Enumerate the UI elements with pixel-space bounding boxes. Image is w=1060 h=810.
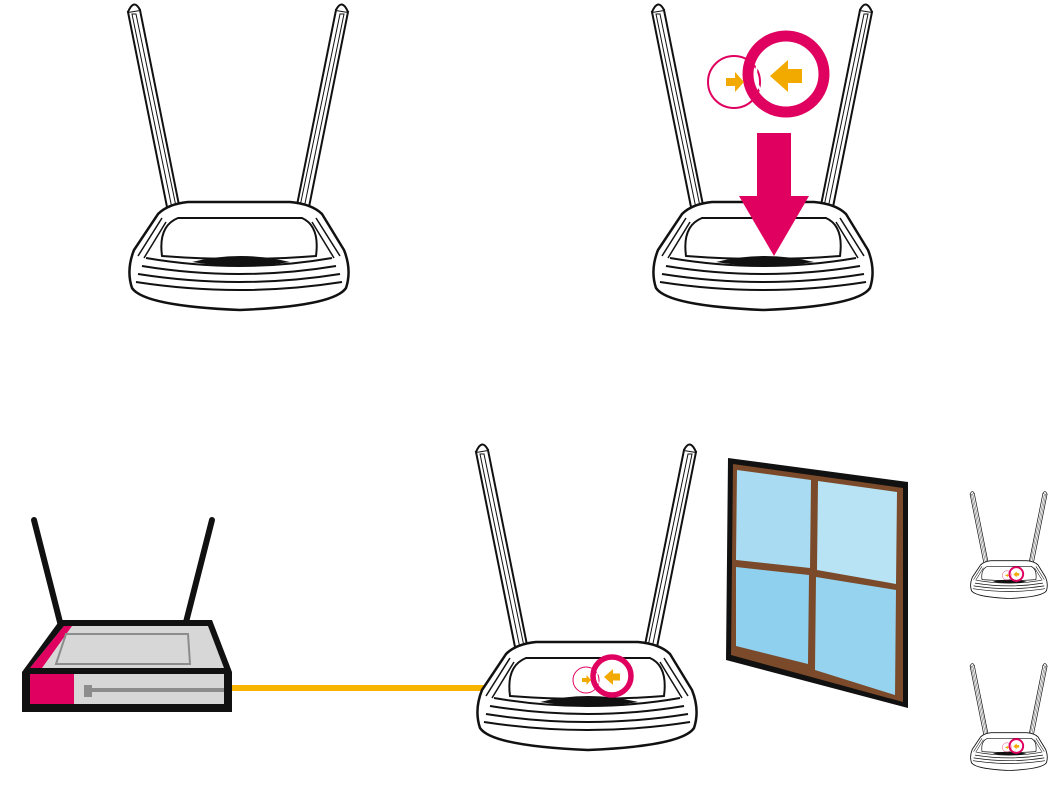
extender-small-1	[969, 491, 1048, 599]
extender-small-2	[969, 663, 1048, 771]
router-icon	[969, 491, 1048, 599]
router-panel-3-extender	[474, 443, 698, 752]
router-icon	[126, 3, 350, 312]
router-panel-1	[126, 3, 350, 312]
wps-icon	[708, 36, 824, 112]
router-icon	[474, 443, 698, 752]
down-arrow-icon	[739, 133, 809, 256]
modem-icon	[22, 517, 232, 712]
window-icon	[726, 458, 908, 708]
router-icon	[969, 663, 1048, 771]
